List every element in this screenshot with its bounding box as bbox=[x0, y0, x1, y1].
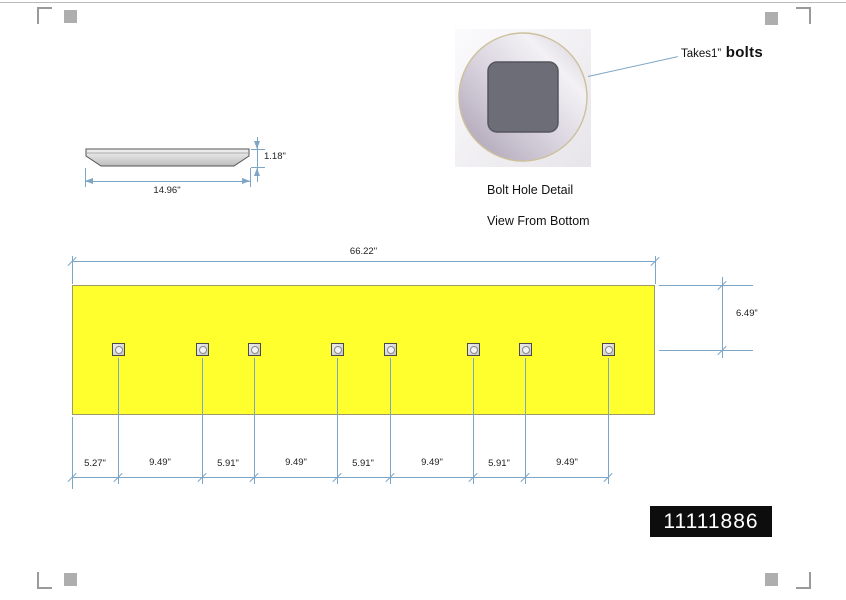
part-number-box: 11111886 bbox=[650, 506, 772, 537]
bolt-bore-icon bbox=[386, 345, 395, 354]
callout-leader-line bbox=[587, 56, 678, 77]
spacing-ext-hole-4 bbox=[337, 358, 338, 484]
bolt-bore-icon bbox=[333, 345, 342, 354]
bolt-hole-5 bbox=[384, 343, 397, 356]
height-ext-bottom bbox=[659, 350, 753, 351]
hole-spacing-dim-3: 9.49" bbox=[285, 457, 307, 468]
bolt-hole-detail-image bbox=[455, 29, 591, 167]
detail-caption: Bolt Hole Detail bbox=[487, 183, 574, 197]
registration-square-top-right bbox=[765, 12, 778, 25]
profile-thickness-ext-bottom bbox=[251, 167, 265, 168]
registration-square-top-left bbox=[64, 10, 77, 23]
dim-arrow-icon bbox=[254, 141, 260, 149]
callout-size-text: Takes1” bbox=[681, 48, 722, 60]
bolt-bore-icon bbox=[521, 345, 530, 354]
profile-shape bbox=[85, 148, 250, 167]
hole-spacing-dim-7: 9.49" bbox=[556, 457, 578, 468]
spacing-ext-hole-3 bbox=[254, 358, 255, 484]
spacing-ext-hole-1 bbox=[118, 358, 119, 484]
spacing-ext-hole-8 bbox=[608, 358, 609, 484]
bolt-hole-2 bbox=[196, 343, 209, 356]
profile-thickness-ext-top bbox=[251, 149, 265, 150]
hole-spacing-dim-4: 5.91" bbox=[352, 458, 374, 469]
hole-spacing-dim-2: 5.91" bbox=[217, 458, 239, 469]
profile-thickness-dim-line bbox=[257, 137, 258, 182]
crop-mark-bottom-right bbox=[796, 572, 811, 589]
dim-arrow-icon bbox=[85, 178, 93, 184]
spacing-ext-hole-5 bbox=[390, 358, 391, 484]
bolt-hole-7 bbox=[519, 343, 532, 356]
overall-ext-right bbox=[655, 256, 656, 284]
overall-ext-left bbox=[72, 256, 73, 284]
bolt-callout: Takes1” bolts bbox=[681, 44, 763, 62]
bolt-hole-6 bbox=[467, 343, 480, 356]
bolt-hole-8 bbox=[602, 343, 615, 356]
bolt-hole-4 bbox=[331, 343, 344, 356]
bolt-hole-3 bbox=[248, 343, 261, 356]
dim-arrow-icon bbox=[254, 168, 260, 176]
spacing-dim-line bbox=[72, 477, 608, 478]
plate-top-view bbox=[72, 285, 655, 415]
bolt-bore-icon bbox=[604, 345, 613, 354]
profile-width-ext-right bbox=[250, 168, 251, 187]
crop-mark-top-right bbox=[796, 7, 811, 24]
bolt-bore-icon bbox=[114, 345, 123, 354]
bolt-bore-icon bbox=[469, 345, 478, 354]
profile-thickness-dim-text: 1.18" bbox=[264, 151, 286, 162]
profile-width-dim-line bbox=[85, 181, 250, 182]
dim-arrow-icon bbox=[242, 178, 250, 184]
bolt-hole-1 bbox=[112, 343, 125, 356]
hole-spacing-dim-5: 9.49" bbox=[421, 457, 443, 468]
plate-height-dim-text: 6.49” bbox=[736, 308, 758, 319]
spacing-ext-hole-7 bbox=[525, 358, 526, 484]
hole-spacing-dim-1: 9.49" bbox=[149, 457, 171, 468]
overall-dim-line bbox=[72, 261, 655, 262]
registration-square-bottom-right bbox=[765, 573, 778, 586]
spacing-ext-hole-6 bbox=[473, 358, 474, 484]
hole-spacing-dim-6: 5.91" bbox=[488, 458, 510, 469]
part-number-text: 11111886 bbox=[663, 509, 759, 533]
spacing-ext-hole-2 bbox=[202, 358, 203, 484]
square-bolt-hole bbox=[487, 61, 559, 133]
height-ext-top bbox=[659, 285, 753, 286]
profile-width-dim-text: 14.96" bbox=[153, 185, 181, 196]
callout-bolts-text: bolts bbox=[725, 44, 764, 61]
overall-width-dim-text: 66.22" bbox=[349, 246, 378, 257]
view-caption: View From Bottom bbox=[487, 214, 590, 228]
registration-square-bottom-left bbox=[64, 573, 77, 586]
profile-width-ext-left bbox=[85, 168, 86, 187]
height-dim-line bbox=[722, 277, 723, 358]
spacing-ext-plate-edge bbox=[72, 417, 73, 489]
crop-mark-top-left bbox=[37, 7, 52, 24]
sheet-top-rule bbox=[0, 2, 846, 3]
hole-spacing-dim-0: 5.27" bbox=[84, 458, 106, 469]
bolt-bore-icon bbox=[250, 345, 259, 354]
bolt-bore-icon bbox=[198, 345, 207, 354]
crop-mark-bottom-left bbox=[37, 572, 52, 589]
